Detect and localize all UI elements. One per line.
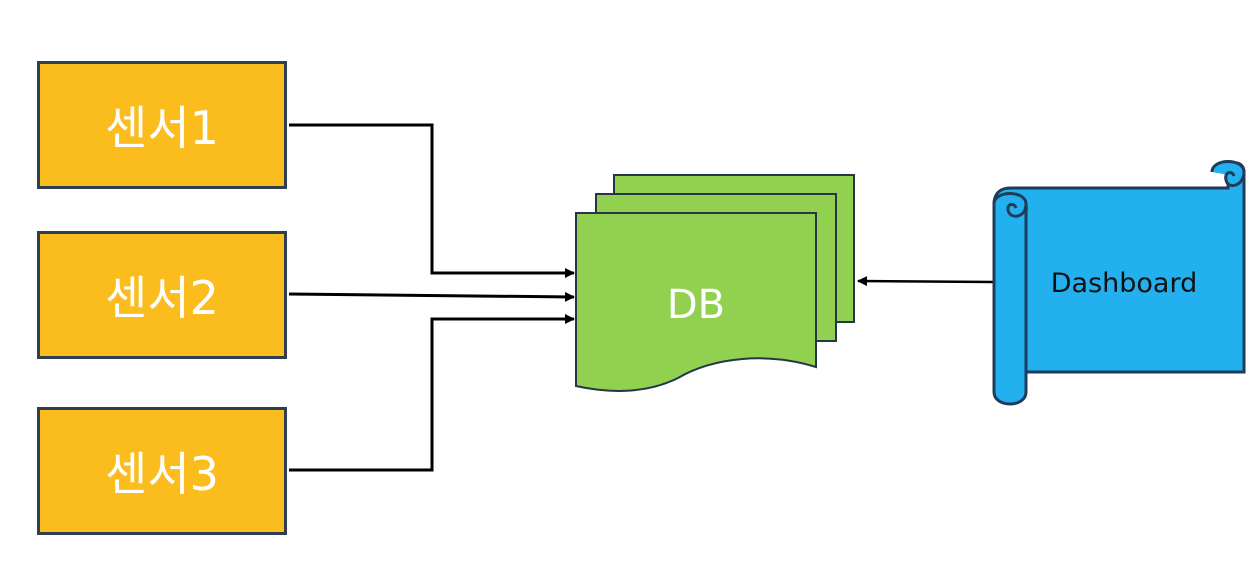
- multi-document-icon: DB: [575, 174, 855, 392]
- connector-sensor-1-to-db: [289, 123, 575, 278]
- dashboard-label: Dashboard: [1051, 268, 1197, 299]
- connector-sensor-2-to-db: [288, 291, 575, 302]
- sensor-3-box: 센서3: [37, 407, 287, 535]
- connector-sensor-3-to-db: [289, 314, 575, 472]
- dashboard-scroll-top-curl: [1210, 160, 1246, 188]
- sensor-1-box: 센서1: [37, 61, 287, 189]
- dashboard-scroll-left-curl: [992, 192, 1028, 218]
- db-page-front: [575, 212, 817, 392]
- scroll-icon: Dashboard: [992, 160, 1246, 406]
- connector-dashboard-to-db: [857, 276, 995, 287]
- sensor-1-label: 센서1: [105, 101, 219, 155]
- sensor-3-label: 센서3: [105, 447, 219, 501]
- db-label: DB: [667, 282, 725, 328]
- sensor-2-label: 센서2: [105, 271, 219, 325]
- sensor-2-box: 센서2: [37, 231, 287, 359]
